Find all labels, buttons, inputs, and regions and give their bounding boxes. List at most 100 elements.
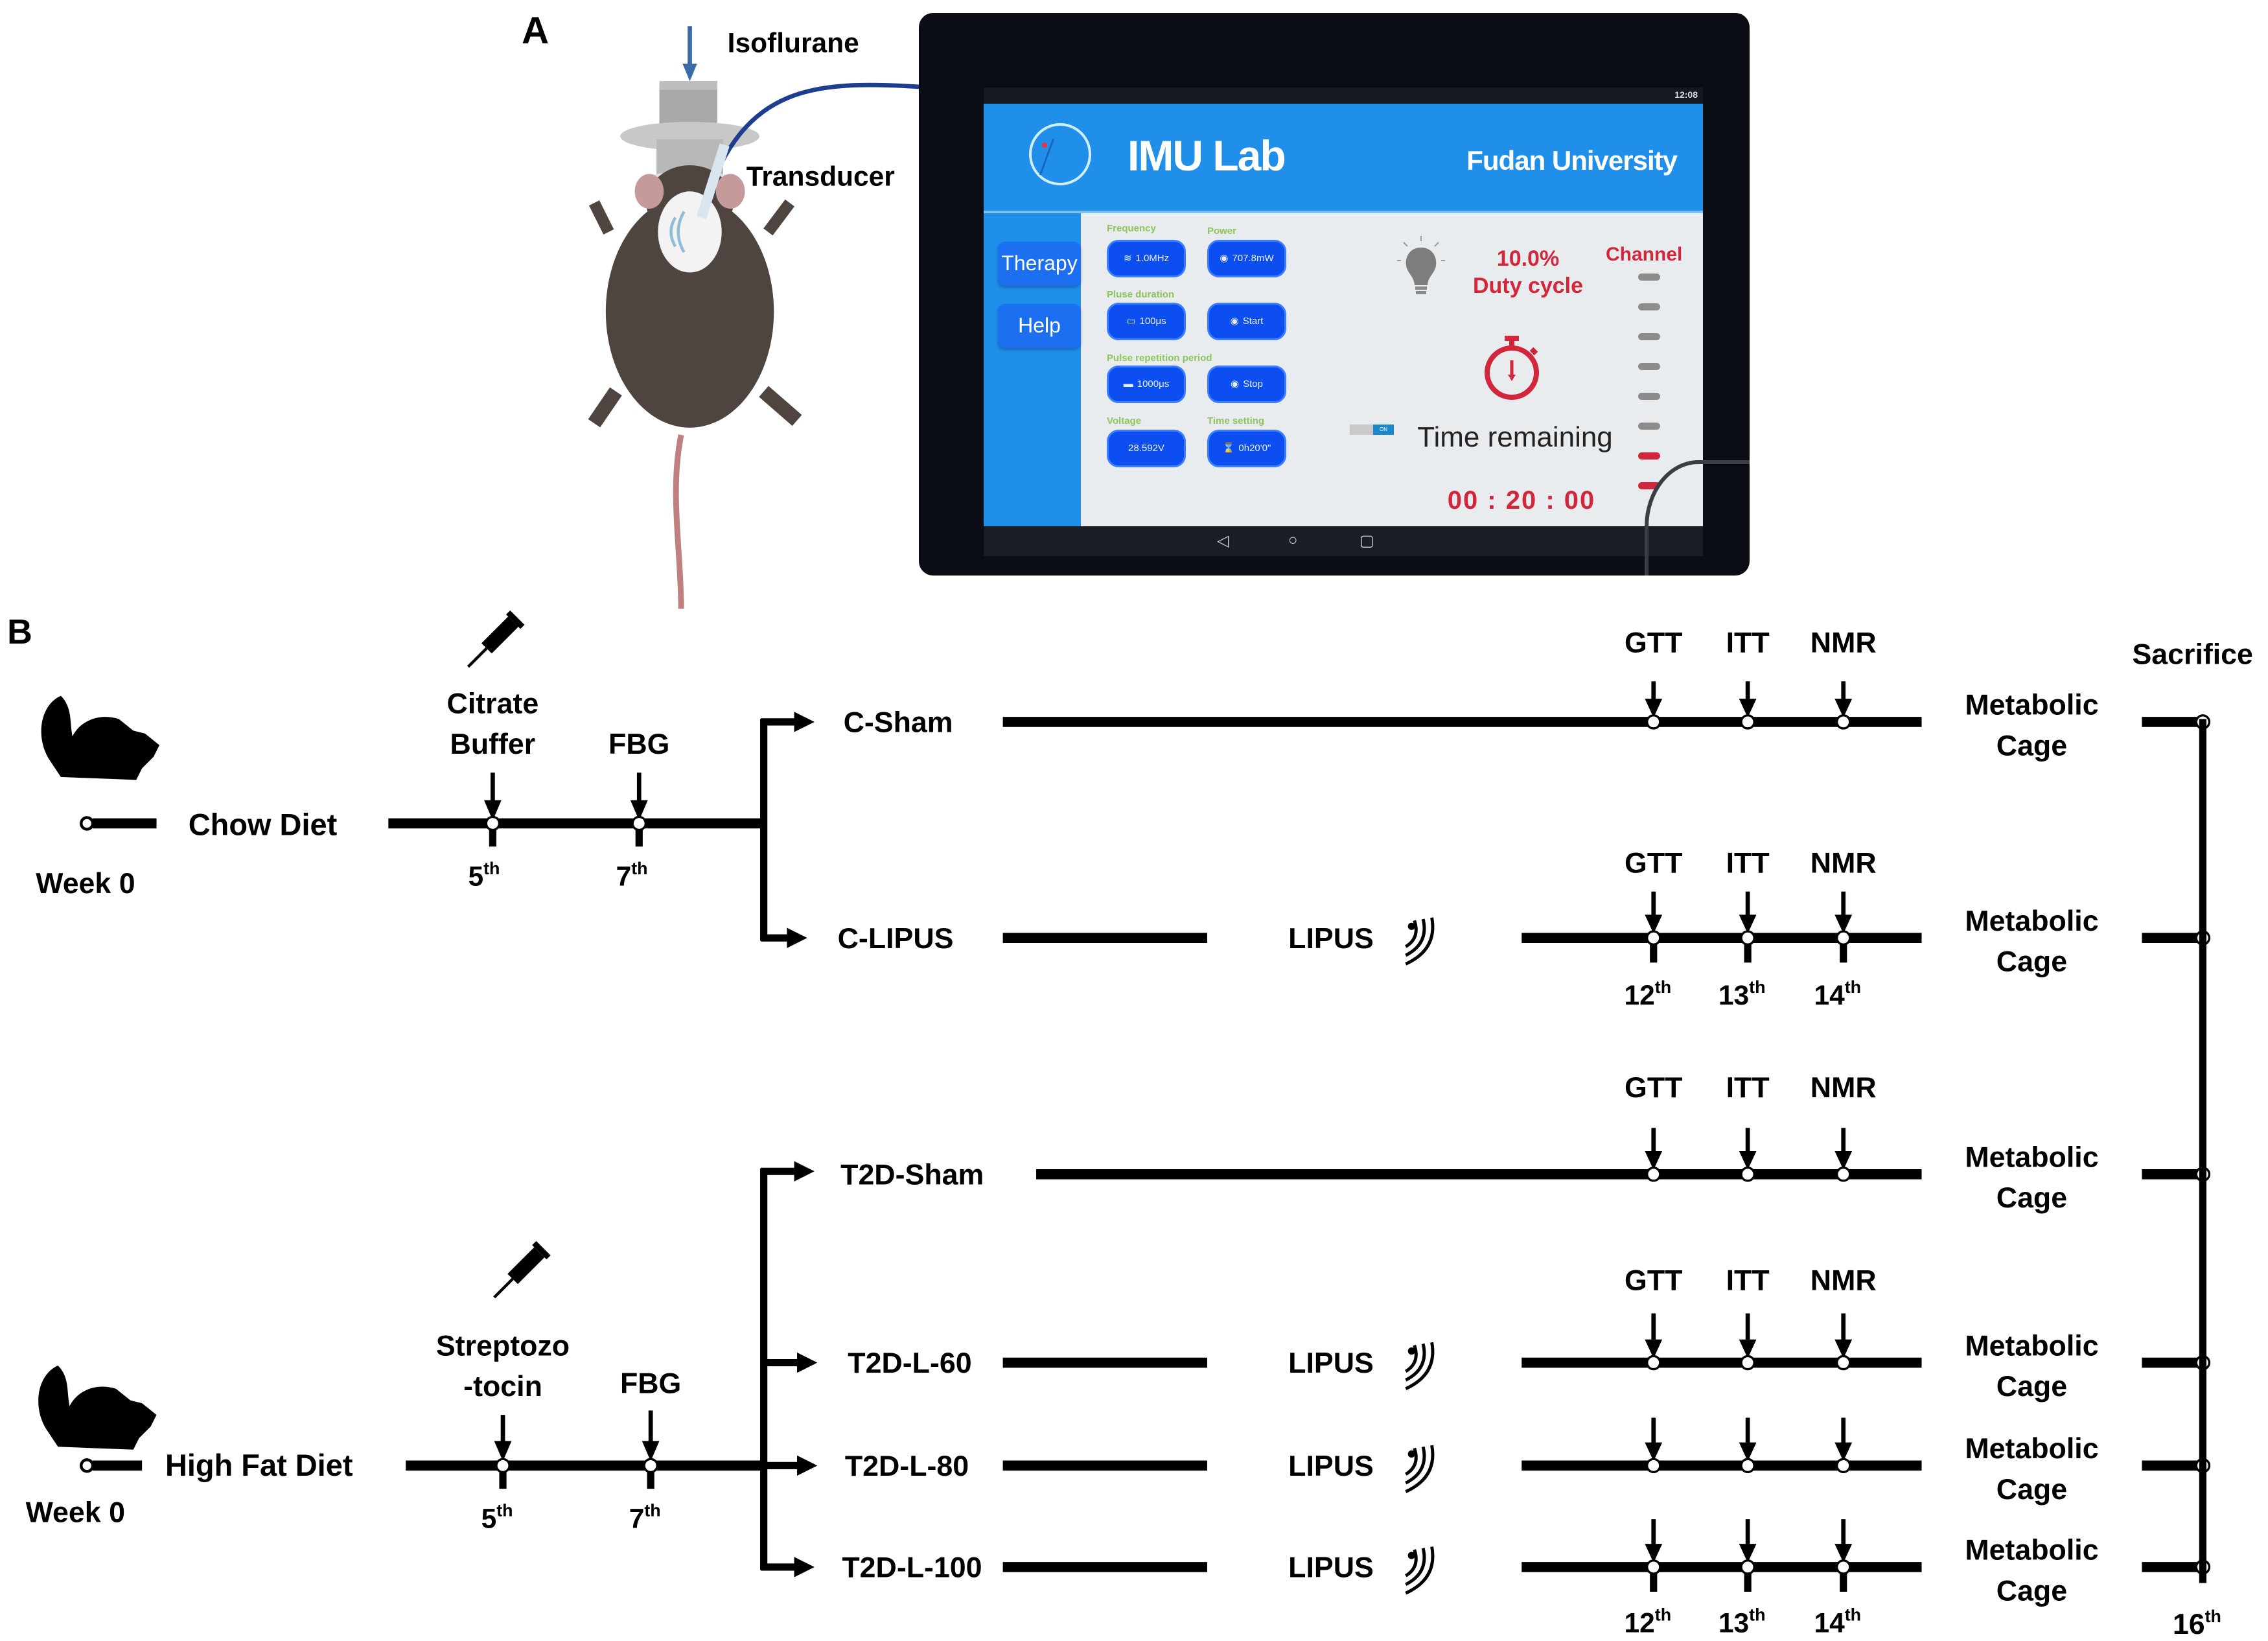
timepoint-marker xyxy=(1740,1458,1755,1474)
group-name-label: C-Sham xyxy=(844,707,953,739)
week-label: 12th xyxy=(1625,1605,1672,1639)
lipus-label: LIPUS xyxy=(1288,1450,1374,1482)
lightbulb-icon xyxy=(1397,236,1445,294)
test-label: GTT xyxy=(1625,848,1682,879)
timepoint-marker xyxy=(1646,1559,1661,1575)
diet-label: Chow Diet xyxy=(189,807,338,841)
pulse-duration-button[interactable]: ▭100μs xyxy=(1107,303,1186,340)
week-label: 5th xyxy=(468,859,500,892)
isoflurane-arrow-icon xyxy=(682,26,697,82)
metabolic-cage-label: Metabolic xyxy=(1965,1142,2098,1174)
time-setting-label: Time setting xyxy=(1207,415,1265,426)
week-label: 14th xyxy=(1814,977,1861,1011)
android-nav-bar: ◁ ○ ▢ xyxy=(984,526,1703,556)
metabolic-cage-label: Cage xyxy=(1996,1371,2067,1402)
sidebar-item-therapy[interactable]: Therapy xyxy=(998,242,1081,286)
start-button[interactable]: ◉Start xyxy=(1207,303,1286,340)
voltage-button[interactable]: 28.592V xyxy=(1107,430,1186,467)
frequency-button[interactable]: ≋1.0MHz xyxy=(1107,240,1186,277)
pulse-duration-label: Pluse duration xyxy=(1107,289,1175,300)
sacrifice-label: Sacrifice xyxy=(2132,638,2252,670)
timepoint-marker xyxy=(1835,1355,1851,1371)
timepoint-marker xyxy=(1835,1458,1851,1474)
stopwatch-icon xyxy=(1485,336,1539,400)
timepoint-marker xyxy=(1646,1355,1661,1371)
test-label: NMR xyxy=(1811,1265,1877,1297)
time-setting-button[interactable]: ⌛0h20'0" xyxy=(1207,430,1286,467)
app-header: IMU Lab Fudan University xyxy=(984,104,1703,213)
timepoint-marker xyxy=(1835,1559,1851,1575)
timepoint-week-7 xyxy=(630,773,648,847)
sidebar: Therapy Help xyxy=(984,213,1081,526)
test-label: ITT xyxy=(1726,848,1770,879)
injection-label-line2: Buffer xyxy=(450,728,536,760)
timepoint-marker xyxy=(1835,1167,1851,1182)
ultrasound-wave-icon xyxy=(1404,1546,1435,1595)
channel-indicator-7 xyxy=(1638,452,1660,460)
rectangle-icon: ▬ xyxy=(1123,378,1133,390)
power-button[interactable]: ◉707.8mW xyxy=(1207,240,1286,277)
time-remaining-value: 00 : 20 : 00 xyxy=(1447,486,1596,515)
isoflurane-label: Isoflurane xyxy=(728,29,859,59)
group-name-label: T2D-Sham xyxy=(840,1159,984,1191)
status-bar: 12:08 xyxy=(984,87,1703,104)
time-remaining-label: Time remaining xyxy=(1417,421,1613,453)
stop-button[interactable]: ◉Stop xyxy=(1207,366,1286,403)
tablet-device: 12:08 IMU Lab Fudan University Therapy H… xyxy=(919,13,1750,576)
channel-indicator-5 xyxy=(1638,393,1660,400)
home-icon[interactable]: ○ xyxy=(1288,531,1298,549)
channel-indicator-4 xyxy=(1638,363,1660,370)
device-screen: IMU Lab Fudan University Therapy Help Fr… xyxy=(984,104,1703,526)
timepoint-marker xyxy=(1740,1167,1755,1182)
voltage-label: Voltage xyxy=(1107,415,1142,426)
metabolic-cage-label: Cage xyxy=(1996,730,2067,762)
organization-name: Fudan University xyxy=(1466,145,1678,176)
hourglass-icon: ⌛ xyxy=(1222,443,1235,454)
sacrifice-week-label: 16th xyxy=(2173,1607,2221,1640)
metabolic-cage-label: Cage xyxy=(1996,1474,2067,1506)
battery-icon: ▭ xyxy=(1126,316,1136,327)
mouse-silhouette-icon xyxy=(41,695,160,780)
timepoint-marker xyxy=(1835,714,1851,730)
timepoint-week-5 xyxy=(494,1415,512,1489)
test-label: GTT xyxy=(1625,627,1682,659)
duty-cycle-value: 10.0% xyxy=(1496,246,1560,271)
sidebar-item-help[interactable]: Help xyxy=(998,304,1081,348)
time-setting-toggle[interactable]: ON xyxy=(1350,425,1394,435)
lipus-label: LIPUS xyxy=(1288,1347,1374,1379)
group-name-label: T2D-L-80 xyxy=(845,1450,969,1482)
back-icon[interactable]: ◁ xyxy=(1217,532,1229,550)
power-cable xyxy=(1645,460,1750,576)
week-0-label: Week 0 xyxy=(36,868,135,900)
test-label: ITT xyxy=(1726,1265,1770,1297)
week-0-label: Week 0 xyxy=(26,1497,125,1529)
group-name-label: C-LIPUS xyxy=(838,923,954,955)
sacrifice-spine: Sacrifice 16th xyxy=(2132,638,2252,1640)
circle-dot-icon: ◉ xyxy=(1230,316,1239,327)
test-label: GTT xyxy=(1625,1265,1682,1297)
week-label: 12th xyxy=(1625,977,1672,1011)
channel-label: Channel xyxy=(1606,244,1683,265)
hfd-cohort: High Fat Diet Week 0 Streptozo -tocin FB… xyxy=(26,1161,818,1577)
timepoint-marker xyxy=(1646,930,1661,946)
recents-icon[interactable]: ▢ xyxy=(1360,532,1374,550)
week-label: 14th xyxy=(1814,1605,1861,1639)
panel-a-label: A xyxy=(522,10,549,52)
syringe-icon xyxy=(467,610,525,668)
fbg-label: FBG xyxy=(620,1368,681,1400)
metabolic-cage-label: Cage xyxy=(1996,1575,2067,1607)
test-label: NMR xyxy=(1811,1072,1877,1104)
power-label: Power xyxy=(1207,226,1237,237)
test-label: ITT xyxy=(1726,627,1770,659)
ultrasound-wave-icon xyxy=(1404,1445,1435,1493)
test-label: GTT xyxy=(1625,1072,1682,1104)
timepoint-marker xyxy=(1740,714,1755,730)
week-label: 13th xyxy=(1718,1605,1766,1639)
metabolic-cage-label: Metabolic xyxy=(1965,905,2098,937)
pulse-repetition-period-button[interactable]: ▬1000μs xyxy=(1107,366,1186,403)
